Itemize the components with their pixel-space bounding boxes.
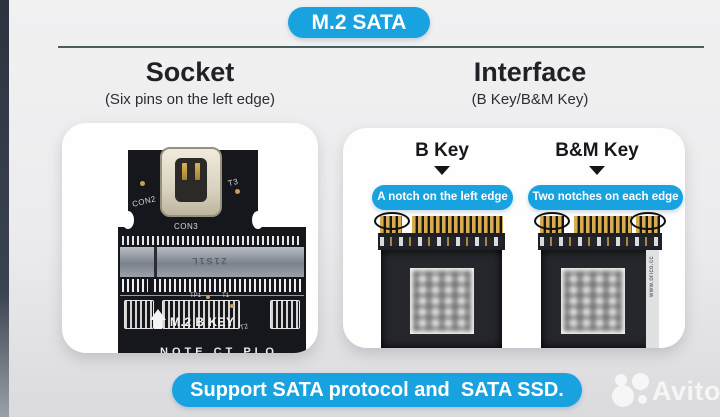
interface-title: Interface — [473, 57, 587, 87]
interface-subtitle: (B Key/B&M Key) — [471, 91, 589, 108]
ssd-component-strip — [378, 233, 505, 250]
photo-edge-bar — [0, 0, 9, 417]
avito-logo-icon — [638, 395, 647, 404]
socket-subtitle: (Six pins on the left edge) — [104, 91, 276, 108]
pcb-mount-notch-right — [252, 211, 264, 229]
down-arrow-icon — [589, 166, 605, 175]
avito-watermark: Avito — [583, 368, 720, 417]
bm-key-ssd-photo: www.orico.cc — [534, 212, 666, 348]
avito-logo-icon — [615, 374, 627, 386]
ssd-side-print: www.orico.cc — [646, 250, 659, 348]
down-arrow-icon — [434, 166, 450, 175]
pcb-label-t1: T1 — [222, 293, 230, 299]
b-key-ssd-photo — [374, 212, 505, 348]
shield-footprint — [162, 300, 240, 329]
bm-key-callout: Two notches on each edge — [528, 185, 683, 210]
socket-photo-card: CON2 T3 CON3 21S1L TP1 T1 M.2 B KEY T2 N… — [62, 123, 318, 353]
bm-key-label: B&M Key — [555, 140, 639, 161]
pcb-trace-line — [120, 295, 304, 296]
shield-footprint — [124, 300, 154, 329]
usb-c-pin — [182, 163, 187, 180]
interface-photo-card: B Key B&M Key A notch on the left edge T… — [343, 128, 685, 348]
connector-pin-row — [122, 279, 148, 292]
m2-slot-marking: 21S1L — [190, 256, 227, 266]
qr-code-blurred — [560, 268, 625, 334]
pcb-label-con3: CON3 — [174, 222, 199, 231]
usb-c-socket — [160, 147, 222, 217]
up-arrow-icon — [154, 319, 162, 329]
avito-wordmark: Avito — [652, 376, 720, 406]
usb-c-slot — [175, 158, 207, 202]
usb-c-pin — [195, 163, 200, 180]
avito-logo-icon — [612, 385, 634, 407]
ssd-component-strip — [538, 233, 662, 250]
gold-fingers — [574, 216, 632, 233]
top-banner: M.2 SATA — [288, 7, 430, 38]
notch-circle-annotation — [374, 212, 410, 230]
pcb-bottom-marking: NOTE CT PLO — [160, 346, 278, 353]
m2-slot-metal: 21S1L — [120, 247, 304, 277]
b-key-label: B Key — [415, 140, 469, 161]
shield-footprint — [270, 300, 300, 329]
bottom-banner: Support SATA protocol and SATA SSD. — [172, 373, 582, 407]
notch-circle-annotation — [534, 212, 570, 230]
avito-logo-icon — [632, 373, 649, 390]
up-arrow-icon — [150, 309, 166, 320]
pcb-label-tp1: TP1 — [190, 293, 202, 299]
ssd-body — [381, 250, 502, 348]
divider-line — [58, 46, 704, 48]
solder-pad — [235, 189, 240, 194]
solder-pad — [206, 295, 210, 299]
connector-pin-row — [154, 279, 302, 292]
b-key-callout: A notch on the left edge — [372, 185, 513, 210]
solder-pad — [230, 304, 234, 308]
ssd-side-text: www.orico.cc — [649, 256, 655, 298]
socket-title: Socket — [145, 57, 235, 87]
ssd-body — [541, 250, 659, 348]
pcb-label-m2-b-key: M.2 B KEY — [170, 315, 235, 329]
solder-pad — [140, 181, 145, 186]
gold-fingers — [412, 216, 503, 233]
pcb-mount-notch-left — [122, 211, 134, 229]
connector-pin-row — [122, 236, 302, 245]
qr-code-blurred — [409, 268, 474, 334]
m2-slot-key-notch — [154, 247, 157, 277]
notch-circle-annotation — [630, 212, 666, 230]
